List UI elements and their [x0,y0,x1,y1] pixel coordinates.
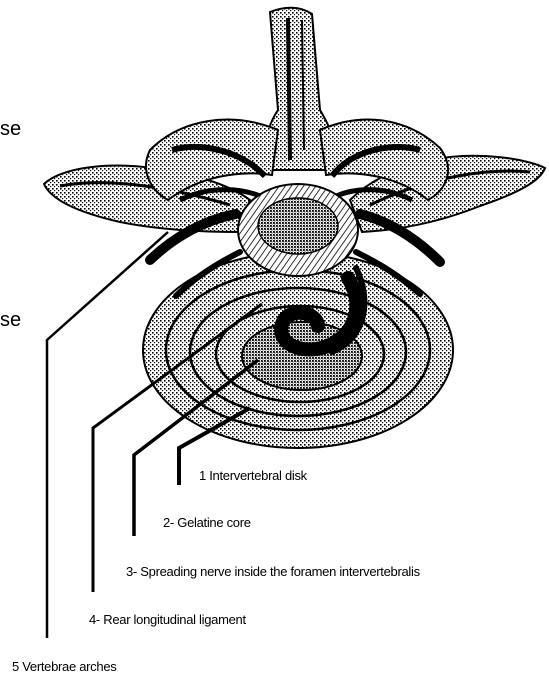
left-fragment-text: se [0,310,21,330]
label-spreading-nerve: 3- Spreading nerve inside the foramen in… [126,565,420,578]
vertebral-body [238,184,358,276]
label-rear-longitudinal-ligament: 4- Rear longitudinal ligament [89,613,246,626]
label-vertebrae-arches: 5 Vertebrae arches [12,660,116,673]
label-intervertebral-disk: 1 Intervertebral disk [199,469,307,482]
left-fragment-text: se [0,119,21,139]
label-gelatine-core: 2- Gelatine core [163,516,251,529]
